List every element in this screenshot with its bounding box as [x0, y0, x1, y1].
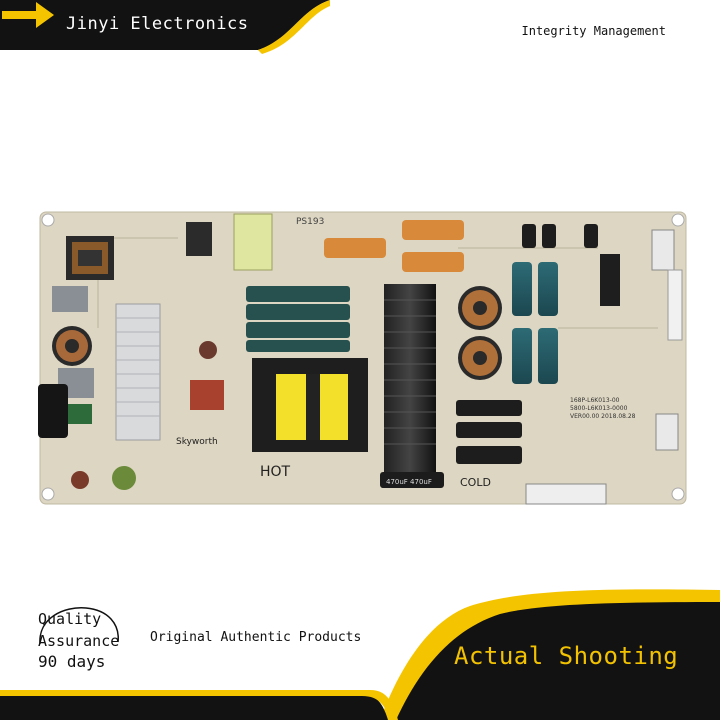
original-products-text: Original Authentic Products: [150, 630, 362, 645]
board-label-model: 168P-L6K013-00: [570, 397, 620, 404]
tagline: Integrity Management: [521, 24, 667, 38]
qa-quality: Quality: [38, 610, 102, 628]
power-board-photo: PS193 168P-L6K013-00 5800-L6K013-0000 VE…: [38, 211, 687, 505]
qa-days: 90 days: [38, 652, 106, 671]
board-label-ver: VER00.00 2018.08.28: [570, 413, 636, 420]
qa-ring-icon: [39, 607, 119, 645]
brand-name: Jinyi Electronics: [66, 14, 249, 34]
banner-shape: [0, 0, 330, 54]
bottom-banner: [0, 589, 720, 720]
board-label-brand: Skyworth: [176, 437, 218, 447]
top-banner: Jinyi Electronics: [0, 0, 330, 58]
board-label-ps: PS193: [296, 217, 324, 227]
arrow-right-icon: [2, 2, 54, 28]
qa-assurance: Assurance: [38, 632, 120, 650]
board-label-hot: HOT: [260, 464, 291, 480]
board-label-cold: COLD: [460, 476, 491, 489]
board-label-caps: 470uF 470uF: [386, 478, 432, 486]
actual-shooting-text: Actual Shooting: [454, 642, 679, 670]
board-label-part: 5800-L6K013-0000: [570, 405, 628, 412]
